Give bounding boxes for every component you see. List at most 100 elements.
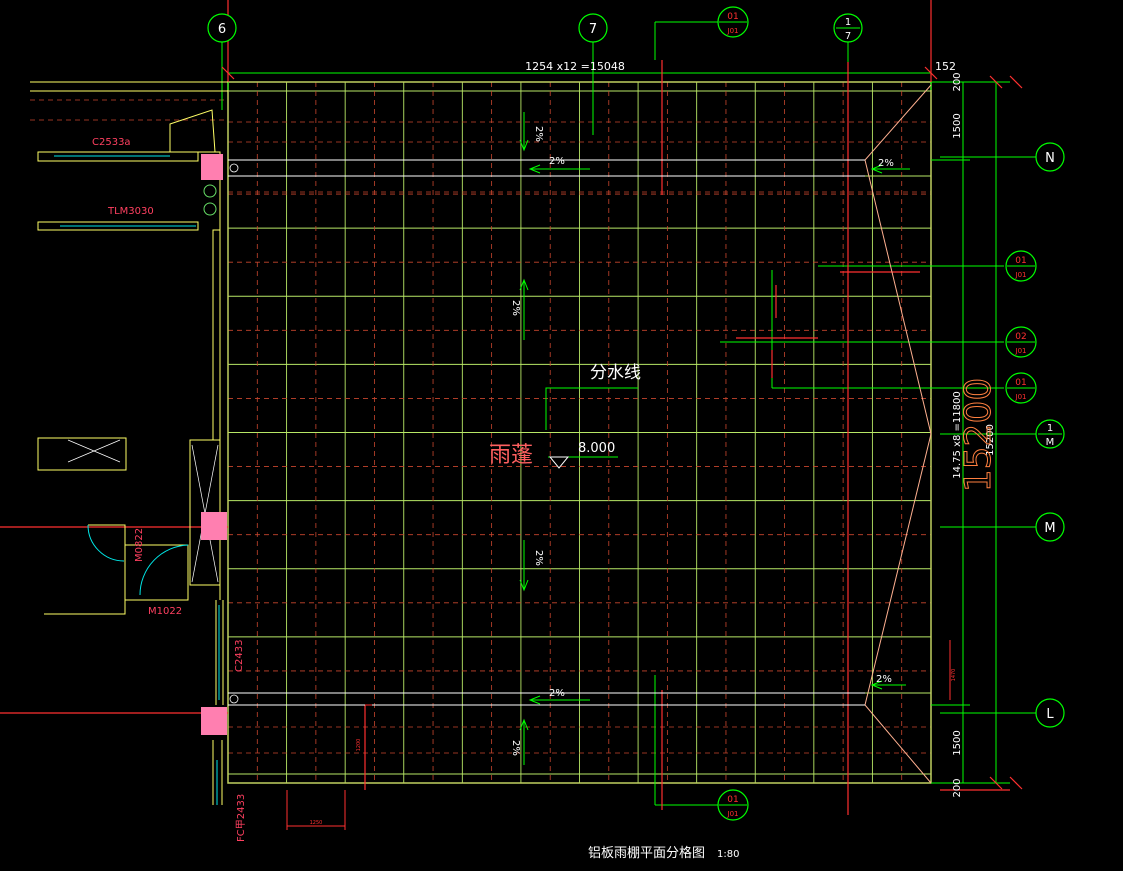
axis-label-N: N [1045, 151, 1055, 166]
detail-ref-top-sheet: J01 [727, 27, 739, 35]
dim-edge-bottom: 200 [952, 778, 963, 797]
tick-5 [221, 66, 235, 80]
wall-window-c2533 [37, 151, 199, 162]
canopy-label: 雨蓬 [489, 443, 533, 468]
dim-edge-top: 200 [952, 72, 963, 91]
slope-arrowhead-1 [519, 139, 529, 152]
wall-block-upper [37, 437, 127, 471]
wall-room-lower [44, 524, 126, 615]
room-label-c2533a: C2533a [92, 137, 131, 148]
axis-label-1-7-top: 1 [845, 17, 851, 28]
axis-bubble-N [1035, 142, 1065, 172]
divider-leader [545, 387, 638, 430]
glazing [54, 155, 220, 805]
slope-label-5: 2% [549, 688, 565, 699]
door-swing-m1022 [139, 544, 189, 596]
dim-small-2: 1250 [310, 820, 323, 826]
axis-label-1-M-top: 1 [1047, 423, 1053, 434]
door-swing-m0822 [87, 524, 125, 562]
axis-bubble-7 [578, 13, 608, 43]
slope-label-1: 2% [533, 126, 544, 142]
column-2 [201, 512, 227, 540]
grid-dashed-lines [30, 82, 931, 783]
dim-total-big: 15200 [958, 378, 999, 493]
slope-label-7: 2% [878, 158, 894, 169]
slope-arrowhead-2 [528, 164, 541, 174]
bubble-dividers [719, 21, 1062, 806]
axis-bubbles [207, 6, 1065, 821]
column-3 [201, 707, 227, 735]
elevation-label: 8.000 [578, 441, 615, 456]
axis-label-M: M [1044, 521, 1055, 536]
drain-symbols [203, 184, 217, 216]
drain-1 [203, 184, 217, 198]
detail-ref-r2-sheet: J01 [1015, 347, 1027, 355]
circle-mark-2 [229, 694, 239, 704]
room-label-m1022: M1022 [148, 606, 182, 617]
detail-ref-top-num: 01 [727, 12, 738, 22]
axis-label-1-M-bottom: M [1046, 437, 1055, 448]
cross-1b [67, 439, 121, 463]
room-labels: C2533a TLM3030 M0822 M1022 C2433 FC甲2433 [92, 137, 247, 842]
wall-window-tlm3030 [37, 221, 199, 231]
divider-label: 分水线 [590, 363, 641, 383]
detail-ref-r2-num: 02 [1015, 332, 1026, 342]
slope-arrowhead-7 [870, 164, 883, 174]
room-label-m0822: M0822 [134, 528, 145, 562]
wall-bay [169, 109, 216, 153]
building-walls [30, 81, 228, 805]
detail-ref-bottom-sheet: J01 [727, 810, 739, 818]
axis-bubble-M [1035, 512, 1065, 542]
detail-ref-labels: 01 J01 01 J01 02 J01 01 J01 01 J01 [727, 12, 1027, 818]
axis-bubble-L [1035, 698, 1065, 728]
dim-small-1: 1200 [356, 739, 362, 752]
top-dimension-end: 152 [935, 60, 956, 73]
dim-total: 15200 [985, 424, 996, 456]
dim-segment-bottom: 1500 [952, 730, 963, 755]
tick-3 [1009, 75, 1023, 89]
slope-arrowhead-5 [528, 695, 541, 705]
room-label-c2433: C2433 [234, 640, 245, 672]
slope-label-4: 2% [533, 550, 544, 566]
detail-ref-r3-sheet: J01 [1015, 393, 1027, 401]
axis-label-6: 6 [218, 22, 226, 37]
room-label-tlm3030: TLM3030 [107, 206, 154, 217]
drain-2 [203, 202, 217, 216]
slope-arrows [519, 112, 910, 765]
circle-mark-1 [229, 163, 239, 173]
dim-ticks [221, 66, 1023, 790]
slope-arrowhead-8 [870, 680, 883, 690]
dim-middle: 14.75 x8 =11800 [952, 391, 963, 478]
slope-labels: 2% 2% 2% 2% 2% 2% 2% 2% [510, 126, 894, 756]
tick-4 [1009, 776, 1023, 790]
slope-arrowhead-4 [519, 579, 529, 592]
drawing-title: 铝板雨棚平面分格图 [588, 845, 705, 861]
tick-6 [924, 66, 938, 80]
axis-bubble-labels: 6 7 1 7 N 1 M M L [218, 17, 1056, 722]
column-1 [201, 154, 223, 180]
tick-1 [989, 75, 1003, 89]
axis-label-L: L [1046, 707, 1054, 722]
room-label-fc2433: FC甲2433 [236, 794, 247, 842]
slope-label-6: 2% [510, 740, 521, 756]
drawing-scale: 1:80 [717, 849, 739, 860]
axis-bubble-6 [207, 13, 237, 43]
slope-label-3: 2% [510, 300, 521, 316]
top-dimension: 1254 x12 =15048 [525, 60, 625, 73]
columns [201, 154, 227, 735]
detail-ref-r1-num: 01 [1015, 256, 1026, 266]
dim-small-3: 1470 [951, 669, 957, 682]
drainage-divide [864, 84, 932, 784]
dim-segment-top: 1500 [952, 113, 963, 138]
axis-label-7: 7 [589, 22, 597, 37]
elevation-triangle [548, 456, 570, 469]
wall-room-lower-2 [125, 544, 189, 601]
slope-arrowhead-3 [519, 278, 529, 291]
detail-ref-r3-num: 01 [1015, 378, 1026, 388]
axis-label-1-7-bottom: 7 [845, 31, 851, 42]
wall-vertical-main [198, 151, 221, 440]
slope-arrowhead-6 [519, 718, 529, 731]
slope-label-2: 2% [549, 156, 565, 167]
detail-ref-r1-sheet: J01 [1015, 271, 1027, 279]
